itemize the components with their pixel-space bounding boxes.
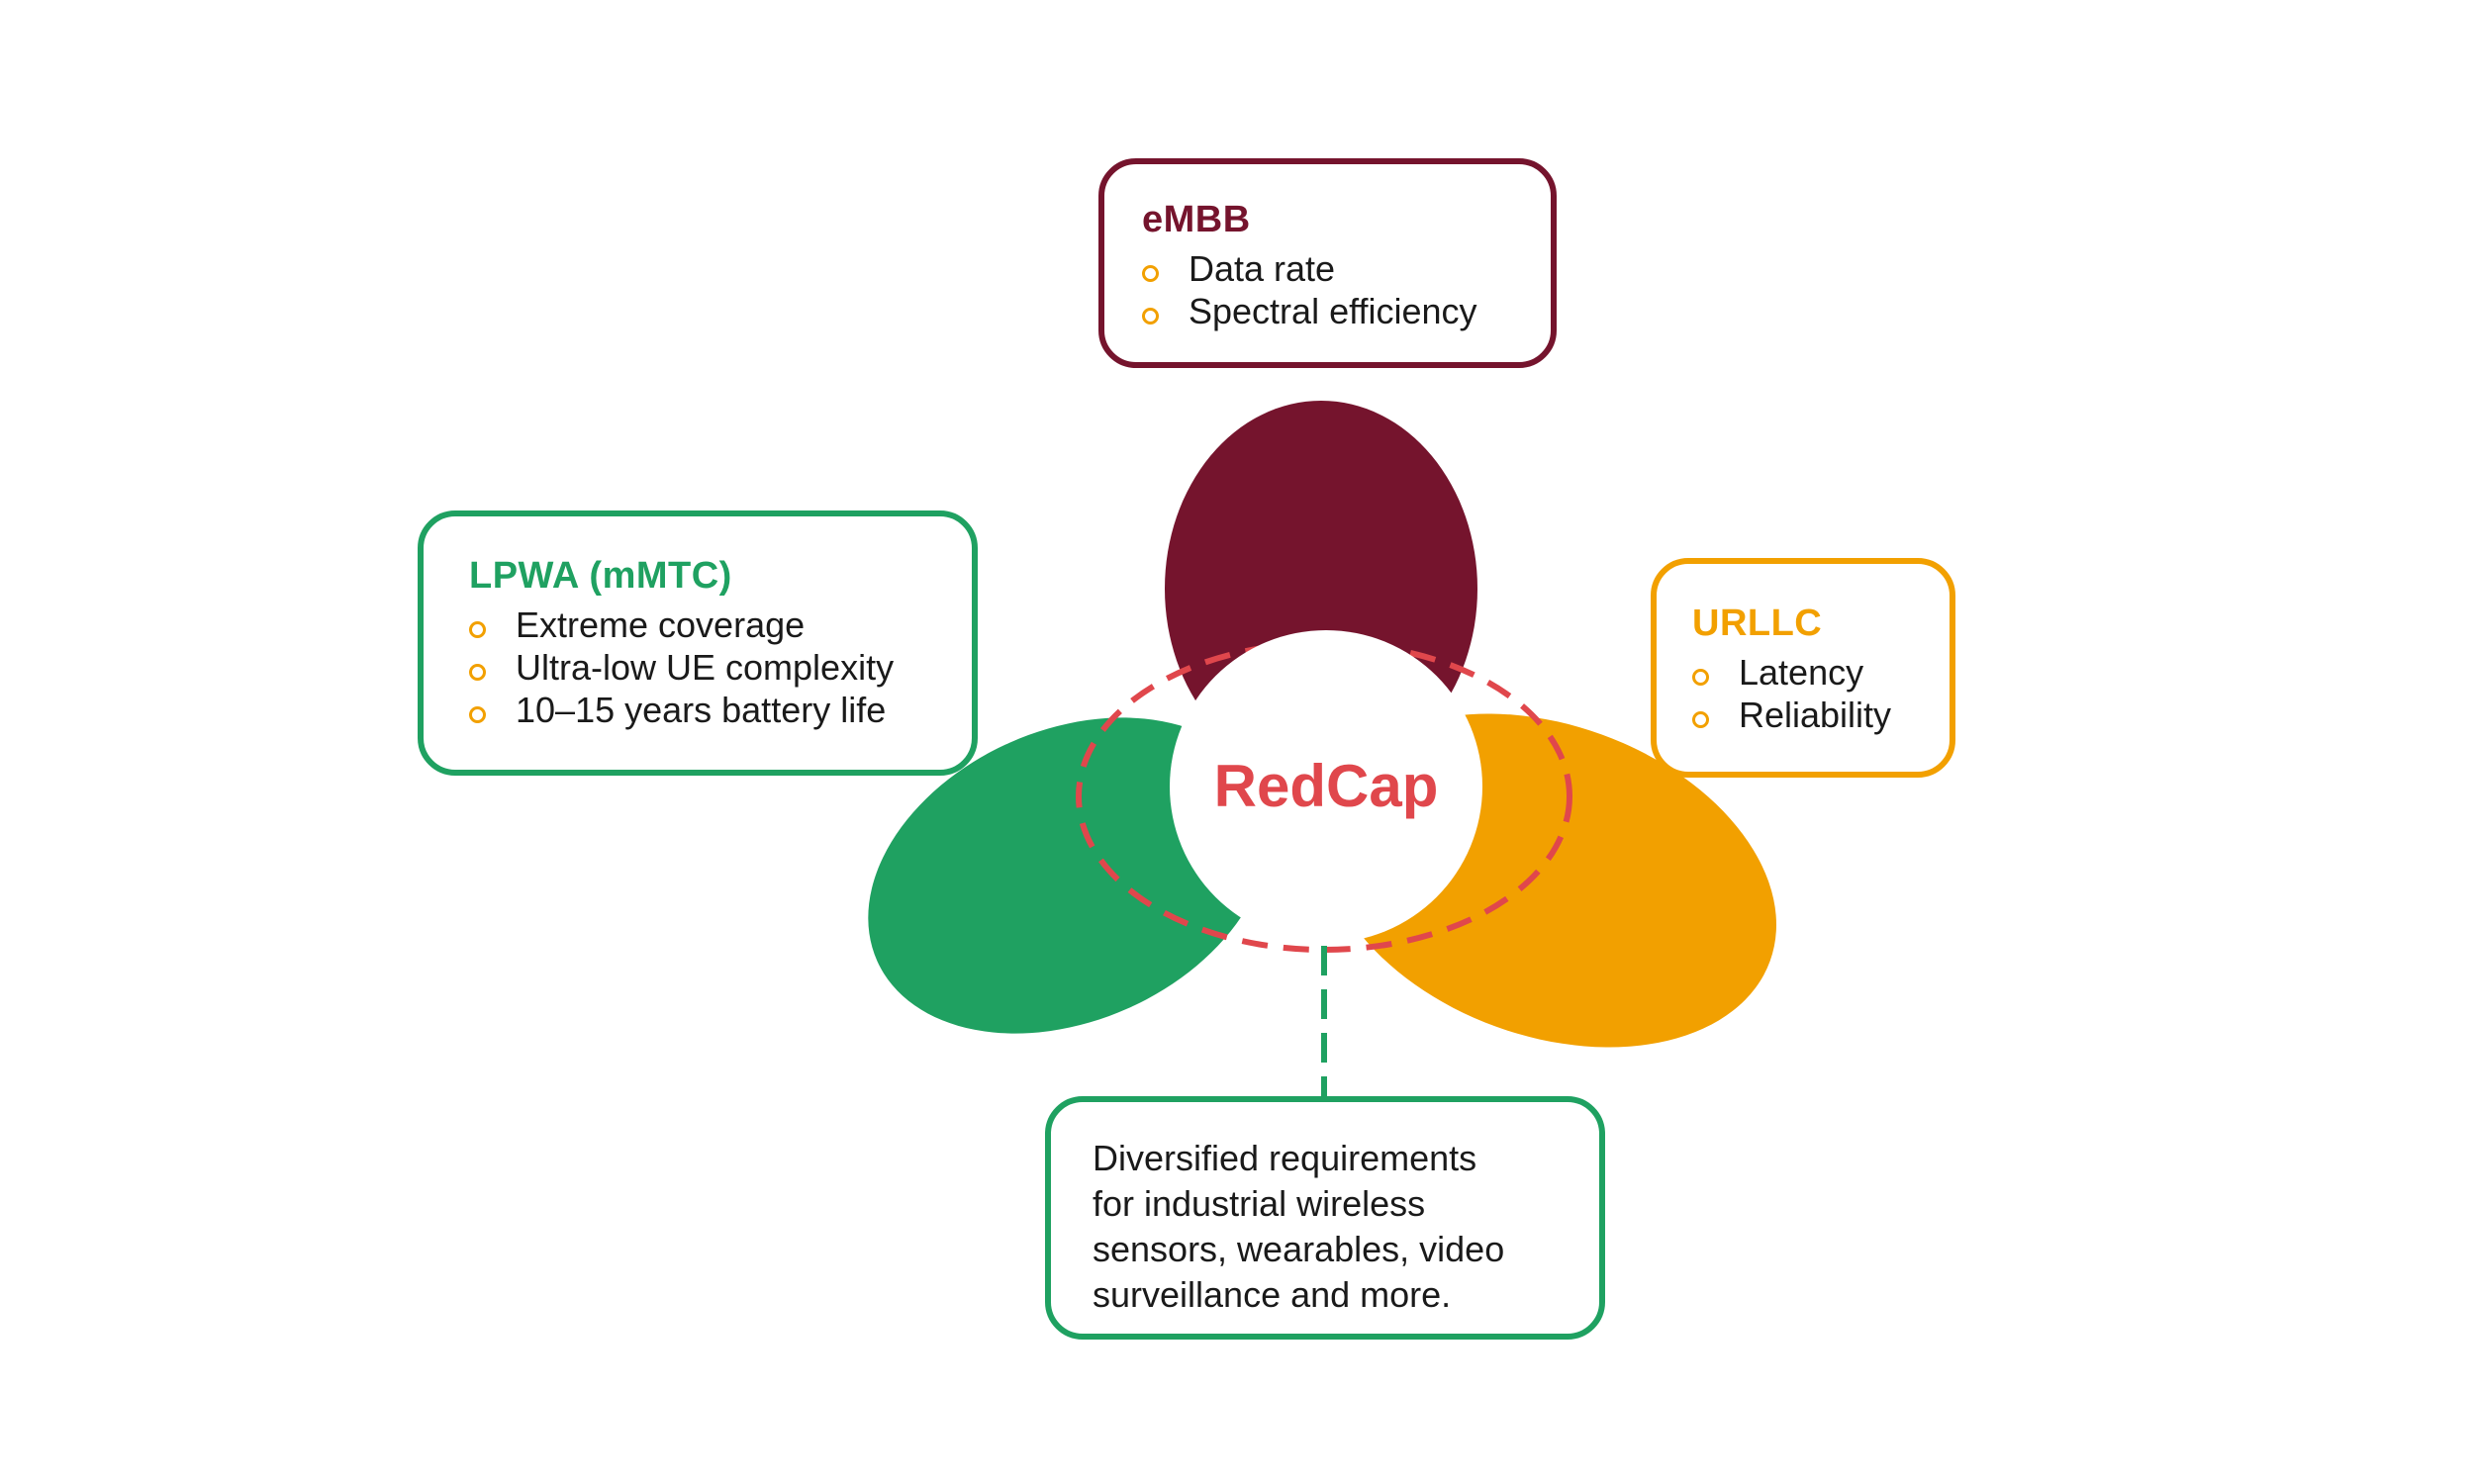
- urllc-box: URLLC Latency Reliability: [1651, 558, 1955, 778]
- redcap-center-circle: [1170, 630, 1482, 943]
- list-item: Spectral efficiency: [1142, 290, 1551, 332]
- embb-title: eMBB: [1142, 199, 1251, 240]
- lpwa-petal: [868, 717, 1270, 1034]
- redcap-label: RedCap: [1214, 753, 1439, 819]
- description-line: Diversified requirements: [1093, 1138, 1477, 1178]
- description-line: sensors, wearables, video: [1093, 1229, 1505, 1269]
- lpwa-title: LPWA (mMTC): [469, 555, 732, 597]
- bullet-icon: [469, 706, 486, 723]
- urllc-title: URLLC: [1692, 603, 1823, 644]
- lpwa-list: Extreme coverage Ultra-low UE complexity…: [469, 603, 972, 731]
- embb-list: Data rate Spectral efficiency: [1142, 247, 1551, 332]
- redcap-dashed-ring: [1076, 640, 1572, 953]
- list-item: Reliability: [1692, 694, 1950, 736]
- embb-box: eMBB Data rate Spectral efficiency: [1098, 158, 1557, 368]
- urllc-item-label: Reliability: [1739, 695, 1892, 735]
- bullet-icon: [1692, 711, 1709, 728]
- description-line: surveillance and more.: [1093, 1274, 1452, 1315]
- list-item: Latency: [1692, 651, 1950, 694]
- embb-item-label: Spectral efficiency: [1189, 291, 1477, 331]
- urllc-item-label: Latency: [1739, 652, 1864, 693]
- description-box: Diversified requirements for industrial …: [1045, 1096, 1605, 1340]
- list-item: Extreme coverage: [469, 603, 972, 646]
- lpwa-item-label: Extreme coverage: [516, 604, 806, 645]
- bullet-icon: [1142, 265, 1159, 282]
- list-item: Ultra-low UE complexity: [469, 646, 972, 689]
- description-line: for industrial wireless: [1093, 1183, 1426, 1224]
- lpwa-box: LPWA (mMTC) Extreme coverage Ultra-low U…: [418, 510, 978, 776]
- bullet-icon: [1692, 669, 1709, 686]
- embb-item-label: Data rate: [1189, 248, 1336, 289]
- list-item: Data rate: [1142, 247, 1551, 290]
- bullet-icon: [469, 621, 486, 638]
- bullet-icon: [1142, 308, 1159, 325]
- lpwa-item-label: 10–15 years battery life: [516, 690, 887, 730]
- lpwa-item-label: Ultra-low UE complexity: [516, 647, 895, 688]
- urllc-list: Latency Reliability: [1692, 651, 1950, 736]
- bullet-icon: [469, 664, 486, 681]
- list-item: 10–15 years battery life: [469, 689, 972, 731]
